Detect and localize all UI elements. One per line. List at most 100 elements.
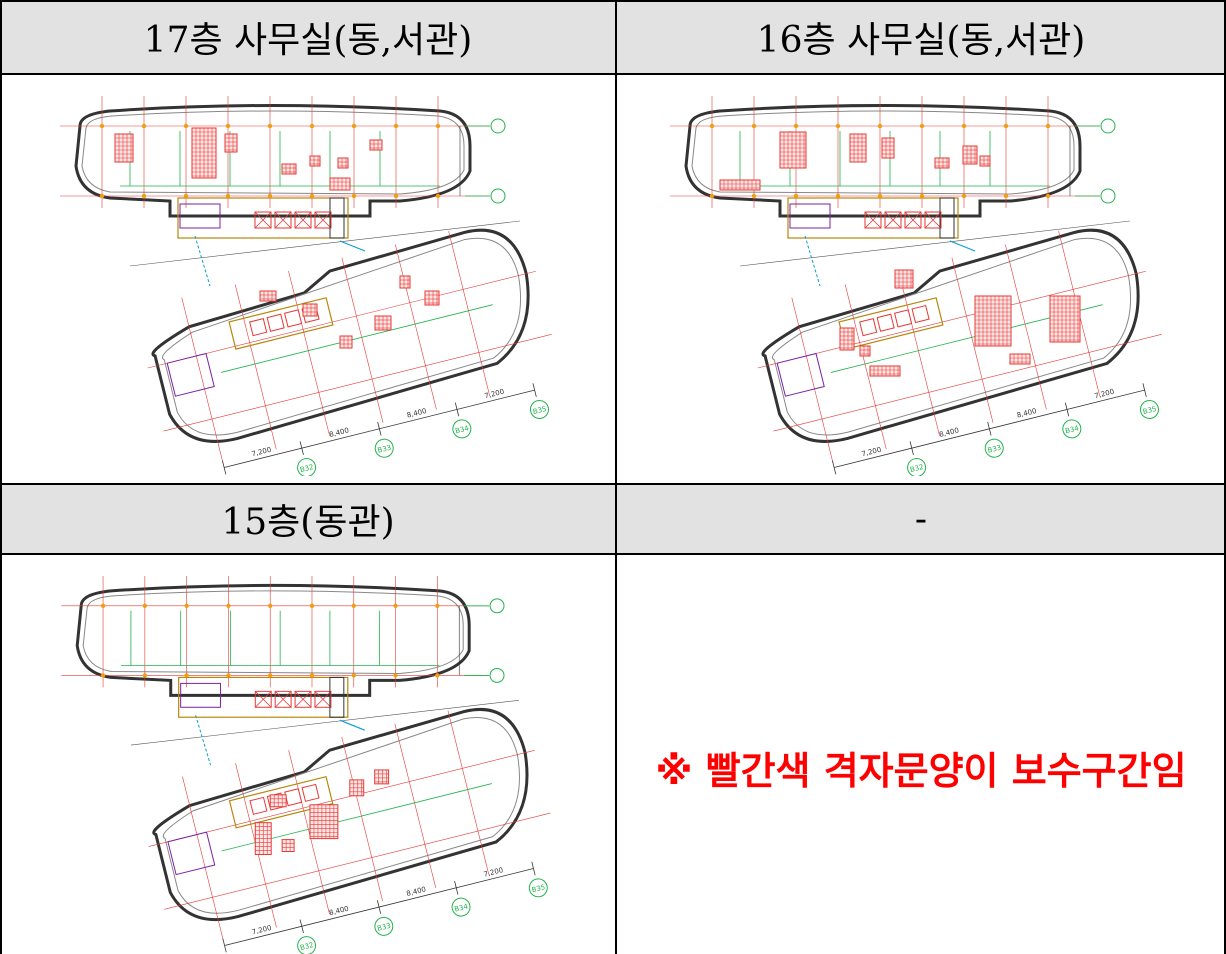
table-border-left bbox=[0, 0, 2, 954]
column bbox=[435, 193, 441, 199]
dim-tick bbox=[1142, 383, 1147, 397]
column bbox=[141, 123, 147, 129]
elevator bbox=[859, 318, 878, 337]
core-area bbox=[787, 197, 959, 239]
reference-line bbox=[130, 700, 519, 746]
west-wing-outline bbox=[684, 104, 1082, 218]
elevator bbox=[924, 211, 942, 229]
stair bbox=[329, 197, 345, 239]
grid-bubble-label: B33 bbox=[987, 444, 1002, 455]
column bbox=[268, 673, 273, 678]
dim-tick bbox=[454, 402, 460, 417]
column bbox=[835, 123, 841, 129]
grid-line bbox=[1004, 244, 1047, 410]
repair-grid-mark bbox=[374, 769, 390, 785]
core-outline bbox=[228, 297, 334, 350]
column bbox=[393, 603, 398, 608]
grid-bubble bbox=[529, 399, 549, 419]
core-outline bbox=[228, 775, 334, 829]
repair-grid-mark bbox=[1049, 295, 1081, 343]
column bbox=[267, 193, 273, 199]
repair-grid-mark bbox=[114, 133, 134, 163]
elevator bbox=[254, 211, 272, 229]
column bbox=[309, 123, 315, 129]
grid-bubble-label: B35 bbox=[532, 405, 547, 416]
column bbox=[351, 603, 356, 608]
repair-grid-mark bbox=[339, 335, 353, 349]
grid-line bbox=[163, 334, 552, 432]
elevator bbox=[274, 211, 292, 229]
repair-grid-mark bbox=[894, 269, 914, 289]
grid-line bbox=[181, 297, 224, 463]
dim-tick bbox=[987, 421, 992, 436]
dim-tick bbox=[832, 460, 837, 475]
column bbox=[351, 123, 357, 129]
elevator bbox=[301, 783, 320, 802]
repair-grid-mark bbox=[309, 155, 321, 167]
grid-line bbox=[448, 231, 491, 397]
column bbox=[1003, 123, 1009, 129]
elevator bbox=[284, 788, 303, 807]
elevator bbox=[294, 691, 312, 708]
grid-line bbox=[791, 297, 834, 463]
west-wing-inner bbox=[691, 110, 1075, 195]
repair-grid-mark bbox=[191, 127, 217, 179]
column bbox=[309, 603, 315, 608]
partition bbox=[220, 304, 493, 373]
column bbox=[1045, 123, 1051, 129]
grid-bubble-label: B32 bbox=[299, 941, 314, 952]
column bbox=[919, 123, 925, 129]
grid-bubble-label: B35 bbox=[531, 883, 546, 894]
elevator bbox=[266, 313, 285, 332]
grid-bubble bbox=[1062, 419, 1082, 439]
grid-bubble bbox=[297, 936, 317, 954]
header-16f: 16층 사무실(동,서관) bbox=[616, 0, 1226, 74]
elevator bbox=[294, 690, 312, 708]
bridge-line bbox=[194, 235, 211, 287]
bridge-line bbox=[804, 235, 821, 287]
elevator bbox=[894, 309, 913, 328]
grid-bubble bbox=[451, 897, 471, 917]
restroom bbox=[180, 682, 221, 708]
column bbox=[709, 123, 715, 129]
table-border-middle bbox=[615, 0, 617, 954]
repair-grid-mark bbox=[269, 794, 287, 808]
grid-bubble bbox=[374, 438, 394, 458]
column bbox=[268, 603, 273, 608]
table-border-top bbox=[0, 0, 1226, 2]
grid-line bbox=[341, 257, 384, 423]
bridge-line bbox=[339, 240, 366, 252]
repair-grid-mark bbox=[849, 133, 867, 163]
grid-bubble bbox=[907, 458, 927, 476]
repair-grid-mark bbox=[869, 365, 901, 377]
column bbox=[435, 603, 440, 608]
core-area bbox=[178, 676, 349, 718]
dim-tick bbox=[909, 441, 914, 456]
dim-tick bbox=[454, 880, 459, 895]
grid-bubble-label: B33 bbox=[377, 444, 392, 455]
restroom bbox=[167, 831, 216, 876]
elevator bbox=[255, 691, 272, 708]
east-wing-outline bbox=[761, 228, 1140, 443]
repair-grid-mark bbox=[281, 163, 297, 175]
grid-bubble bbox=[489, 598, 505, 614]
elevator bbox=[904, 211, 922, 229]
column bbox=[709, 193, 715, 199]
reference-line bbox=[739, 220, 1131, 267]
dim-tick bbox=[222, 460, 227, 475]
bridge-line bbox=[339, 719, 365, 731]
grid-line bbox=[148, 750, 535, 847]
header-16f-label: 16층 사무실(동,서관) bbox=[756, 20, 1086, 61]
column bbox=[919, 193, 925, 199]
column bbox=[309, 673, 315, 678]
grid-bubble-label: B33 bbox=[376, 922, 391, 933]
grid-bubble bbox=[1139, 399, 1159, 419]
column bbox=[1003, 193, 1009, 199]
column bbox=[184, 673, 189, 678]
column bbox=[877, 193, 883, 199]
elevator bbox=[884, 211, 902, 229]
elevator bbox=[314, 691, 332, 708]
